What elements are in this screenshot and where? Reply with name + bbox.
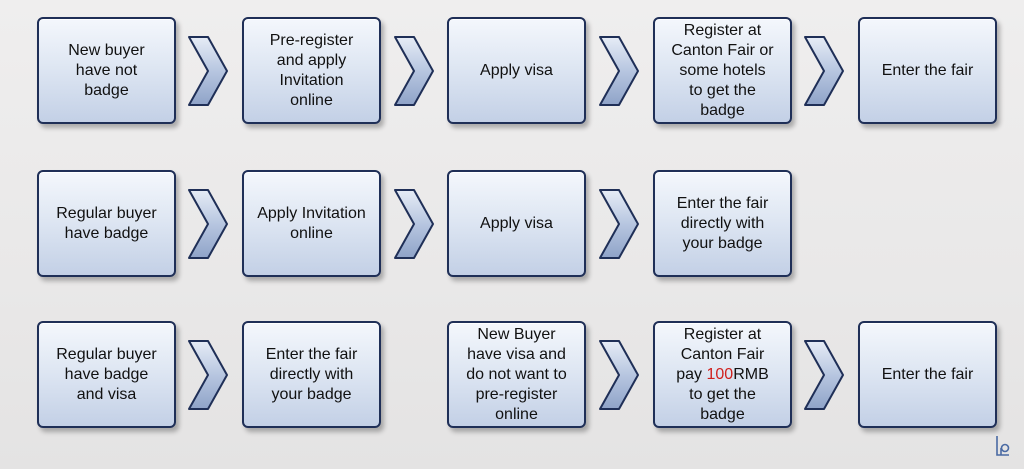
box-label: Apply visa [480, 214, 553, 232]
chevron-right-arrow-icon [597, 338, 641, 412]
box-label: Apply visa [480, 61, 553, 79]
box-label: Regular buyer have badge [56, 204, 157, 242]
watermark-logo-icon [992, 434, 1014, 458]
box-enter-fair: Enter the fair [858, 321, 997, 428]
box-pre-register: Pre-register and apply Invitation online [242, 17, 381, 124]
box-label: New Buyer have visa and do not want to p… [466, 325, 567, 423]
box-register-pay: Register at Canton Fair pay 100RMB to ge… [653, 321, 792, 428]
box-register-get-badge: Register at Canton Fair or some hotels t… [653, 17, 792, 124]
box-apply-visa: Apply visa [447, 170, 586, 277]
chevron-right-arrow-icon [802, 34, 846, 108]
box-new-buyer-no-badge: New buyer have not badge [37, 17, 176, 124]
chevron-right-arrow-icon [186, 34, 230, 108]
chevron-right-arrow-icon [186, 338, 230, 412]
box-label: Enter the fair [881, 365, 974, 383]
box-apply-visa: Apply visa [447, 17, 586, 124]
box-label: Regular buyer have badge and visa [56, 345, 157, 403]
box-label: Register at Canton Fair or some hotels t… [671, 21, 774, 119]
chevron-right-arrow-icon [392, 187, 436, 261]
box-label: Enter the fair [881, 61, 974, 79]
box-label: Enter the fair directly with your badge [265, 345, 358, 403]
box-enter-fair-directly: Enter the fair directly with your badge [653, 170, 792, 277]
box-label-rich: Register at Canton Fair pay 100RMB to ge… [676, 325, 769, 423]
box-enter-fair: Enter the fair [858, 17, 997, 124]
box-label: Pre-register and apply Invitation online [269, 31, 354, 109]
box-label: Enter the fair directly with your badge [676, 194, 769, 252]
highlight-amount: 100 [706, 365, 734, 383]
box-new-buyer-visa: New Buyer have visa and do not want to p… [447, 321, 586, 428]
box-apply-invitation: Apply Invitation online [242, 170, 381, 277]
box-label: Apply Invitation online [257, 204, 366, 242]
chevron-right-arrow-icon [392, 34, 436, 108]
chevron-right-arrow-icon [186, 187, 230, 261]
box-regular-buyer-badge: Regular buyer have badge [37, 170, 176, 277]
chevron-right-arrow-icon [802, 338, 846, 412]
chevron-right-arrow-icon [597, 34, 641, 108]
box-regular-buyer-badge-visa: Regular buyer have badge and visa [37, 321, 176, 428]
box-label: New buyer have not badge [68, 41, 145, 99]
box-enter-fair-directly: Enter the fair directly with your badge [242, 321, 381, 428]
chevron-right-arrow-icon [597, 187, 641, 261]
